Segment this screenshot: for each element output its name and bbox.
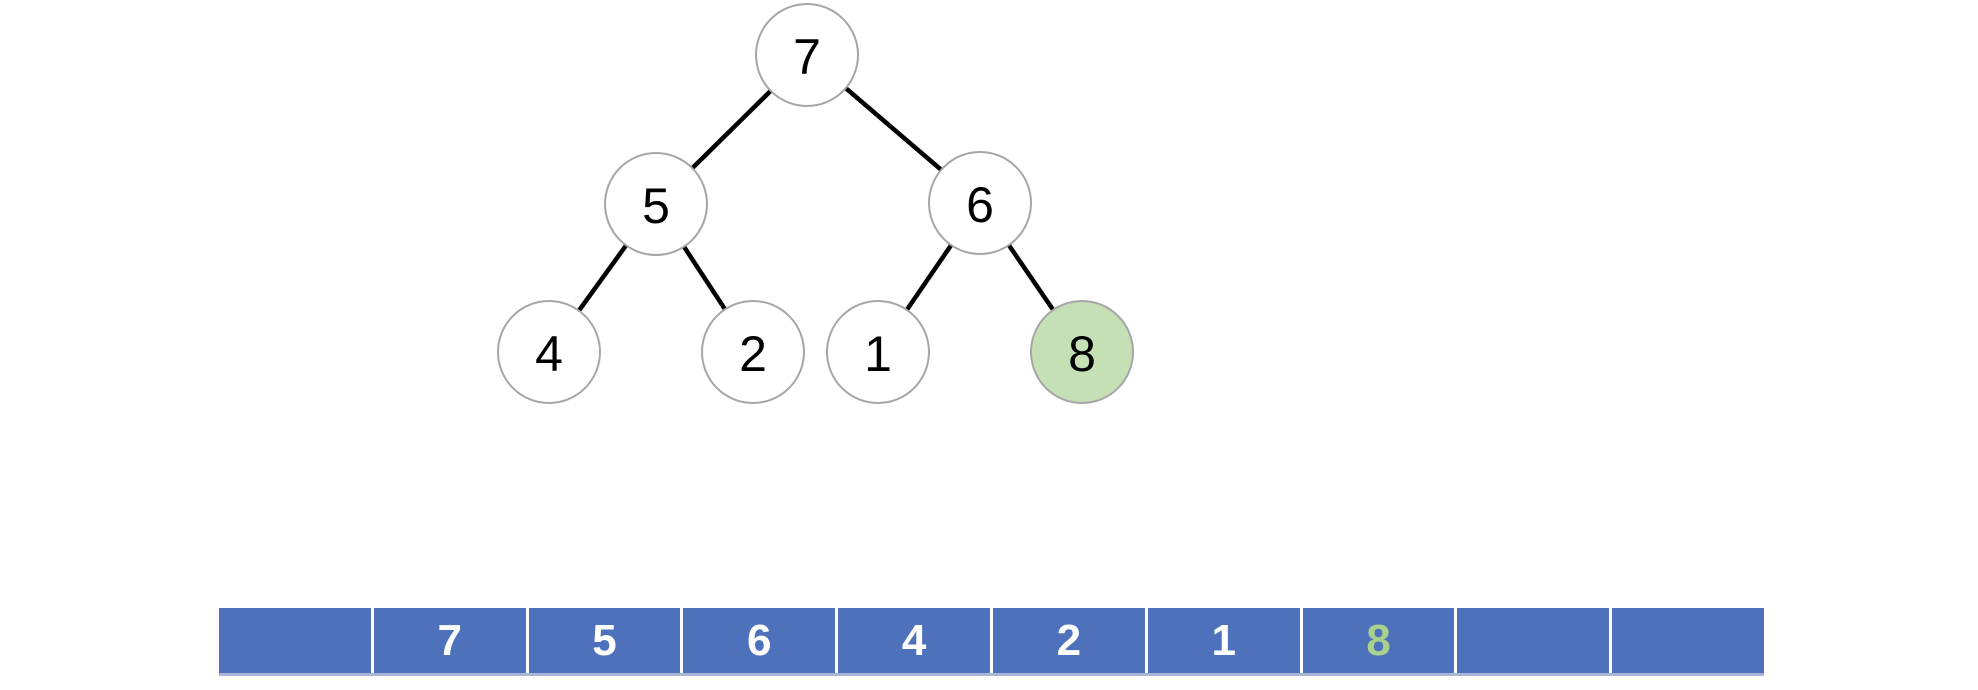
array-cell-7: 7	[373, 608, 526, 673]
node-value: 5	[642, 178, 670, 234]
array-cell-2: 2	[992, 608, 1145, 673]
node-value: 8	[1068, 326, 1096, 382]
array-cell-1: 1	[1147, 608, 1300, 673]
node-circle-highlighted	[1030, 300, 1134, 404]
tree-node-5: 5	[604, 152, 708, 256]
array-cell-empty	[1457, 608, 1610, 673]
node-circle	[928, 151, 1032, 255]
node-value: 4	[535, 326, 563, 382]
array-cell-empty	[1612, 608, 1764, 673]
tree-node-1: 1	[826, 300, 930, 404]
node-circle	[497, 300, 601, 404]
node-value: 1	[864, 326, 892, 382]
array-cell-6: 6	[683, 608, 836, 673]
node-circle	[701, 300, 805, 404]
tree-node-4: 4	[497, 300, 601, 404]
tree-node-7: 7	[755, 3, 859, 107]
tree-node-8: 8	[1030, 300, 1134, 404]
node-value: 7	[793, 29, 821, 85]
array-cell-empty	[219, 608, 371, 673]
array-cell-5: 5	[528, 608, 681, 673]
node-value: 2	[739, 326, 767, 382]
node-circle	[604, 152, 708, 256]
node-value: 6	[966, 177, 994, 233]
node-circle	[826, 300, 930, 404]
node-circle	[755, 3, 859, 107]
tree-node-6: 6	[928, 151, 1032, 255]
tree-node-2: 2	[701, 300, 805, 404]
array-cell-4: 4	[838, 608, 990, 673]
array-cell-8: 8	[1302, 608, 1455, 673]
